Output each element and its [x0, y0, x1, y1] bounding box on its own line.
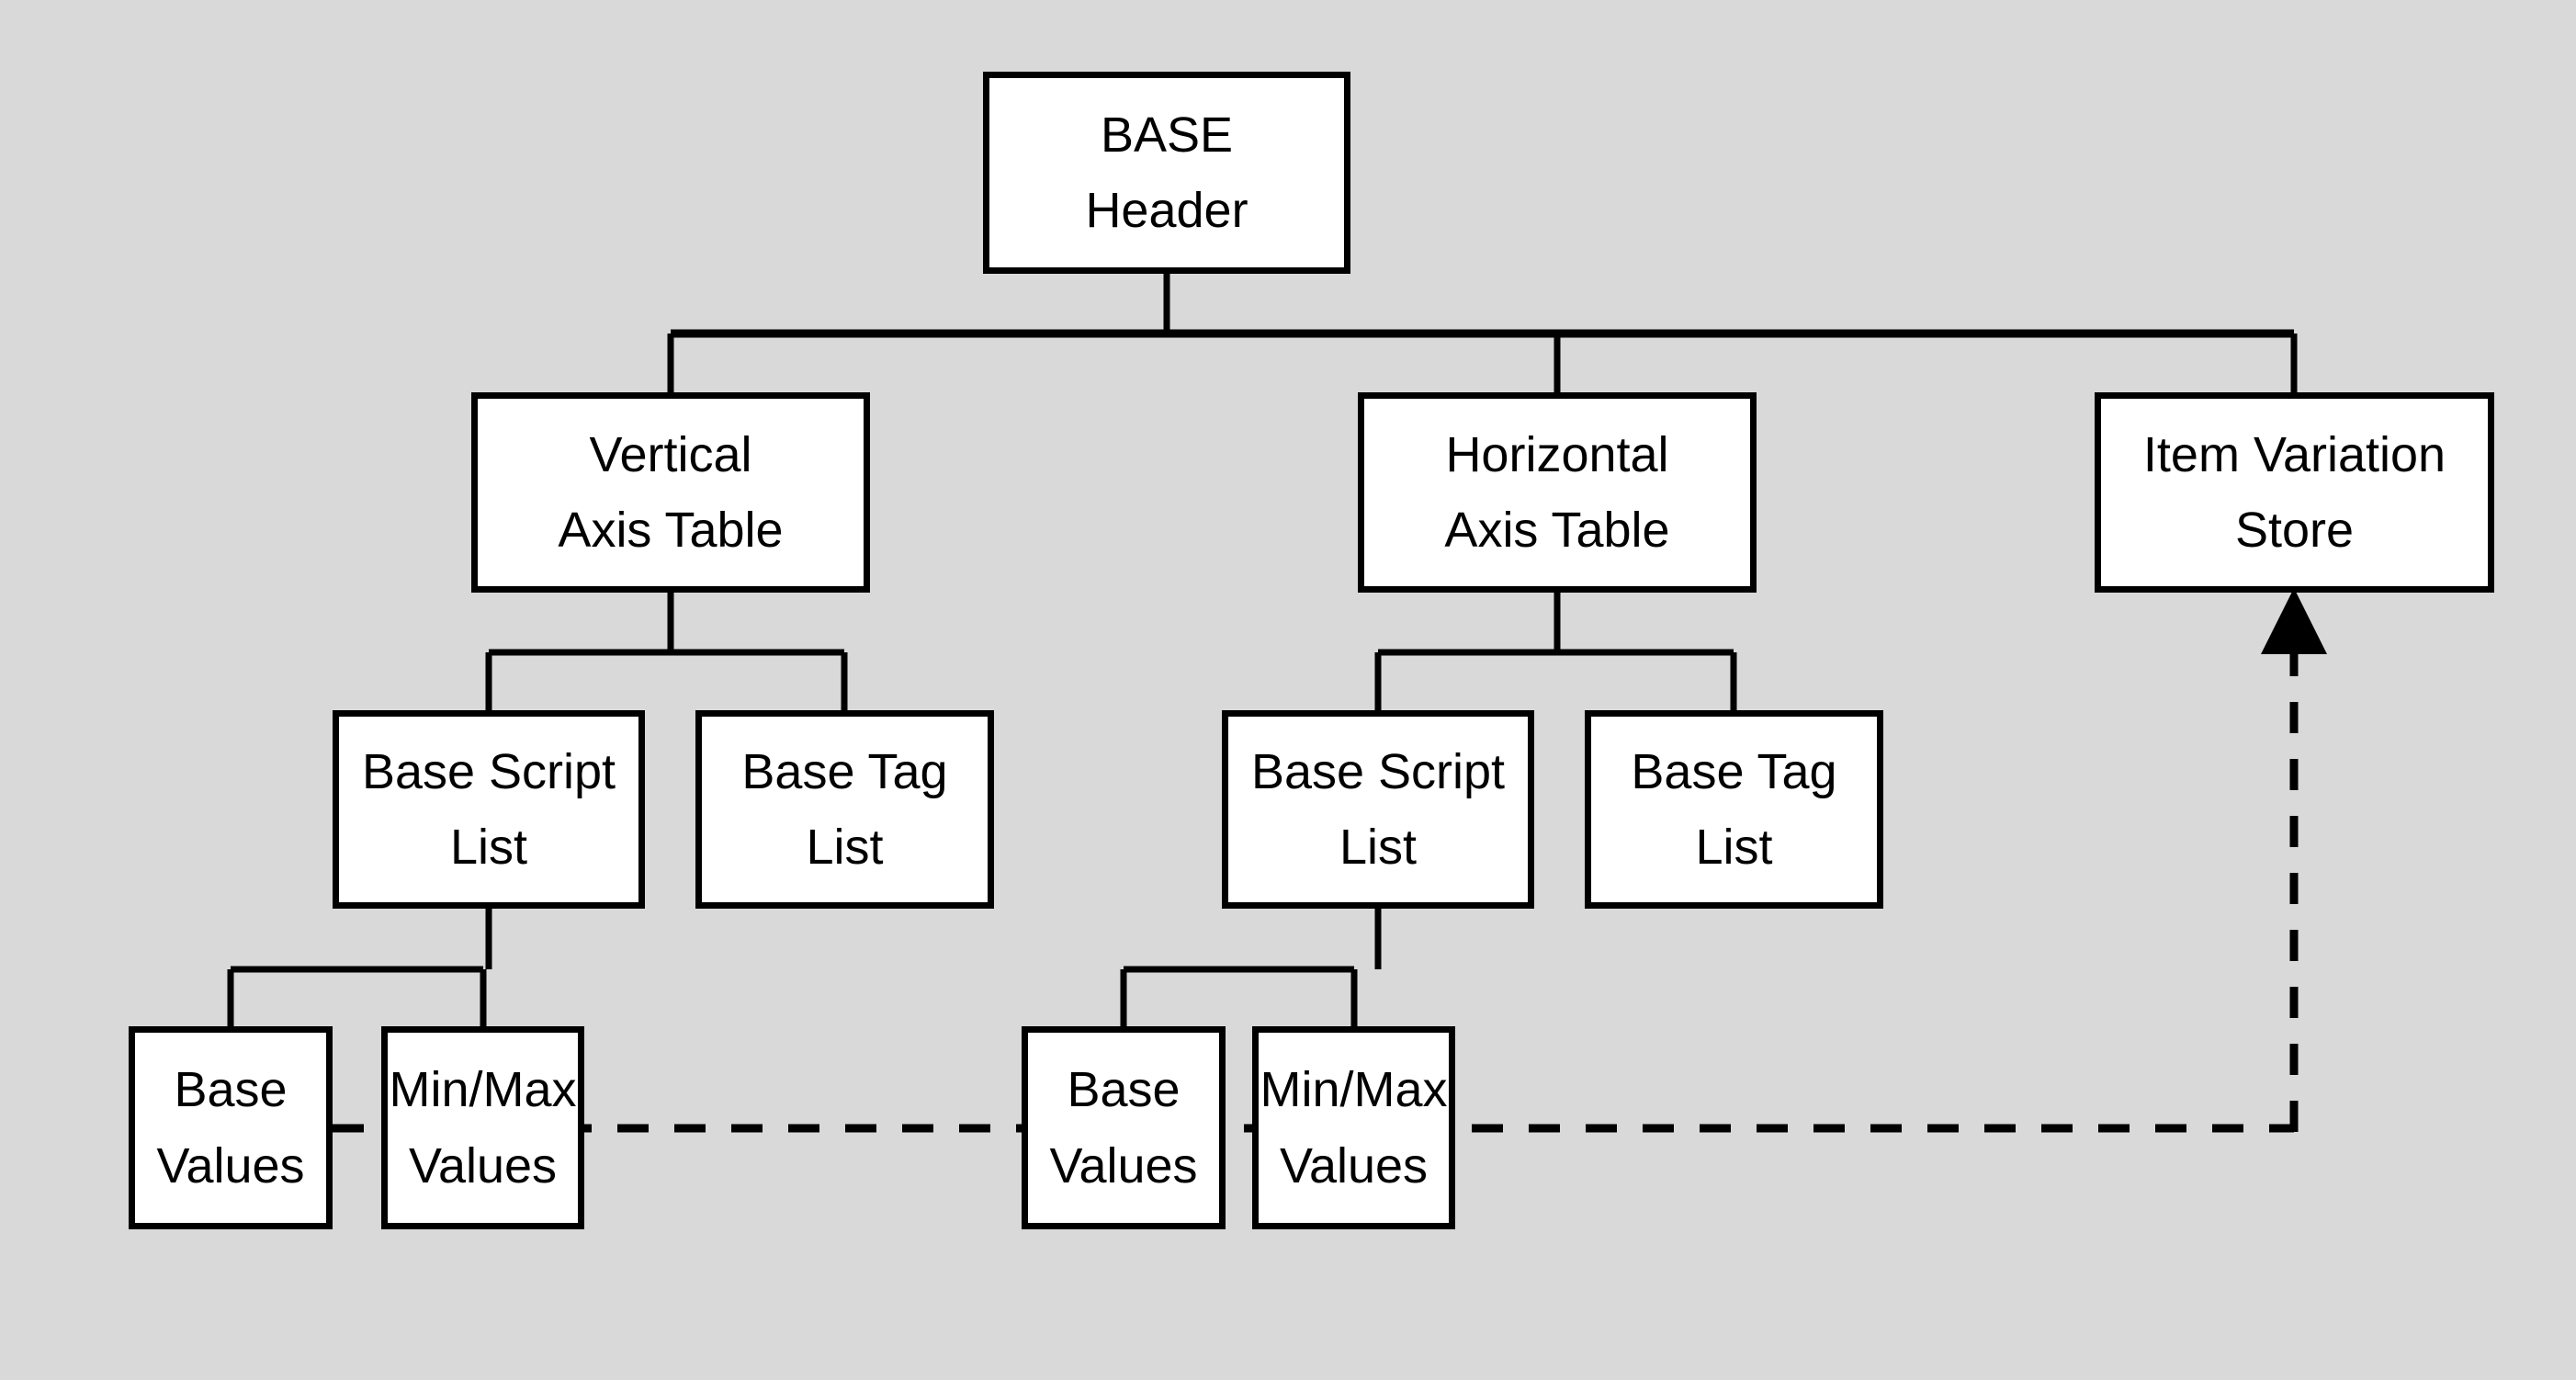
node-label-line2: List [449, 820, 528, 875]
node-base-values-vertical[interactable]: Base Values [129, 1026, 333, 1229]
node-base-header[interactable]: BASE Header [983, 72, 1350, 274]
node-label-line2: Values [1279, 1137, 1429, 1193]
node-label-line2: List [1695, 820, 1773, 875]
node-label-line2: Store [2234, 503, 2355, 558]
node-label-line1: Min/Max [1260, 1062, 1448, 1118]
node-min-max-values-vertical[interactable]: Min/Max Values [381, 1026, 584, 1229]
node-label-line2: List [1339, 820, 1418, 875]
node-label-line2: Header [1085, 183, 1248, 238]
node-label-line1: Base [1067, 1062, 1181, 1118]
node-label-line2: Values [1049, 1137, 1198, 1193]
node-base-tag-list-horizontal[interactable]: Base Tag List [1585, 710, 1883, 909]
node-label-line2: Values [408, 1137, 558, 1193]
node-label-line1: Min/Max [389, 1062, 577, 1118]
node-label-line1: Base Tag [741, 743, 948, 799]
node-base-values-horizontal[interactable]: Base Values [1022, 1026, 1226, 1229]
node-label-line1: Base [174, 1062, 288, 1118]
node-label-line1: BASE [1100, 107, 1234, 163]
node-base-tag-list-vertical[interactable]: Base Tag List [695, 710, 994, 909]
node-vertical-axis-table[interactable]: Vertical Axis Table [471, 392, 870, 593]
node-item-variation-store[interactable]: Item Variation Store [2095, 392, 2494, 593]
node-label-line1: Base Script [1250, 743, 1506, 799]
node-horizontal-axis-table[interactable]: Horizontal Axis Table [1358, 392, 1757, 593]
node-min-max-values-horizontal[interactable]: Min/Max Values [1252, 1026, 1455, 1229]
node-base-script-list-horizontal[interactable]: Base Script List [1222, 710, 1534, 909]
arrowhead-up-icon [2261, 588, 2327, 654]
node-label-line2: List [806, 820, 884, 875]
node-label-line1: Item Variation [2142, 426, 2446, 482]
node-label-line2: Axis Table [558, 503, 784, 558]
node-label-line1: Base Tag [1631, 743, 1837, 799]
node-label-line2: Axis Table [1444, 503, 1670, 558]
node-label-line1: Vertical [589, 426, 752, 482]
node-label-line1: Horizontal [1445, 426, 1669, 482]
node-label-line2: Values [156, 1137, 305, 1193]
node-base-script-list-vertical[interactable]: Base Script List [333, 710, 645, 909]
node-label-line1: Base Script [361, 743, 616, 799]
